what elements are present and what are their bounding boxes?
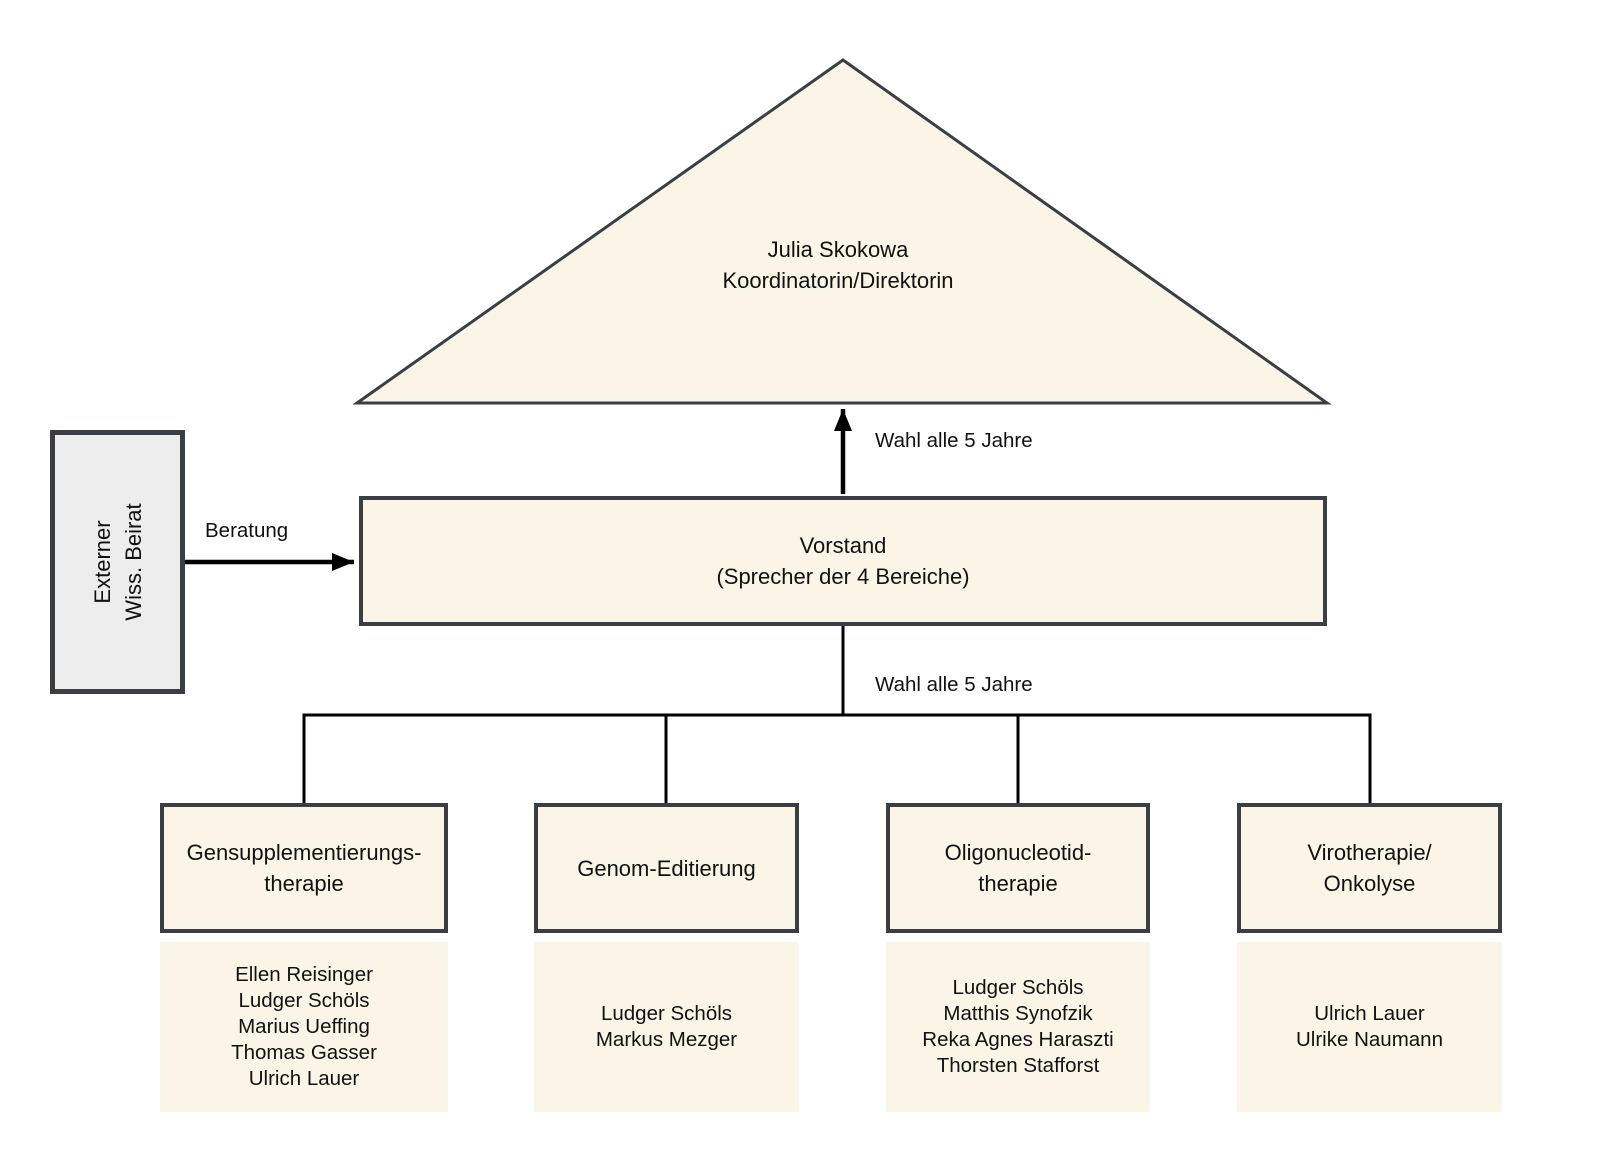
branch-node-virotherapie-onkolyse: Virotherapie/ Onkolyse	[1237, 803, 1502, 933]
branch-node-oligonucleotidtherapie: Oligonucleotid- therapie	[886, 803, 1150, 933]
member-name: Ellen Reisinger	[235, 963, 373, 986]
election-edge-label-bottom: Wahl alle 5 Jahre	[875, 673, 1033, 696]
member-name: Ludger Schöls	[952, 976, 1084, 999]
member-name: Markus Mezger	[595, 1028, 738, 1051]
member-name: Ludger Schöls	[600, 1002, 733, 1025]
branch-bus-connector	[302, 713, 1372, 805]
advisory-board-label: Externer Wiss. Beirat	[89, 503, 146, 621]
branch-node-genom-editierung: Genom-Editierung	[534, 803, 799, 933]
member-name: Thomas Gasser	[231, 1041, 377, 1064]
board-node-label: Vorstand (Sprecher der 4 Bereiche)	[716, 533, 970, 589]
advisory-edge-label: Beratung	[205, 519, 289, 542]
branch-node-label: Genom-Editierung	[577, 855, 756, 881]
member-name: Marius Ueffing	[238, 1015, 370, 1038]
advisory-board-node: Externer Wiss. Beirat	[50, 430, 185, 694]
branch-node-label: Virotherapie/ Onkolyse	[1307, 840, 1432, 896]
member-name: Reka Agnes Haraszti	[922, 1028, 1114, 1051]
member-name: Ulrich Lauer	[248, 1067, 360, 1090]
member-name: Ludger Schöls	[238, 989, 370, 1012]
branch-node-label: Oligonucleotid- therapie	[944, 840, 1092, 896]
branch-node-gensupplementierungstherapie: Gensupplementierungs- therapie	[160, 803, 448, 933]
member-name: Matthis Synofzik	[943, 1002, 1093, 1025]
member-name: Thorsten Stafforst	[936, 1054, 1100, 1077]
election-edge-label-top: Wahl alle 5 Jahre	[875, 429, 1033, 452]
director-triangle-shape	[352, 58, 1332, 405]
board-node: Vorstand (Sprecher der 4 Bereiche)	[359, 496, 1327, 626]
branch-node-label: Gensupplementierungs- therapie	[186, 840, 422, 896]
member-name: Ulrike Naumann	[1296, 1028, 1443, 1051]
director-node-label: Julia Skokowa Koordinatorin/Direktorin	[722, 237, 954, 293]
member-name: Ulrich Lauer	[1314, 1002, 1425, 1025]
